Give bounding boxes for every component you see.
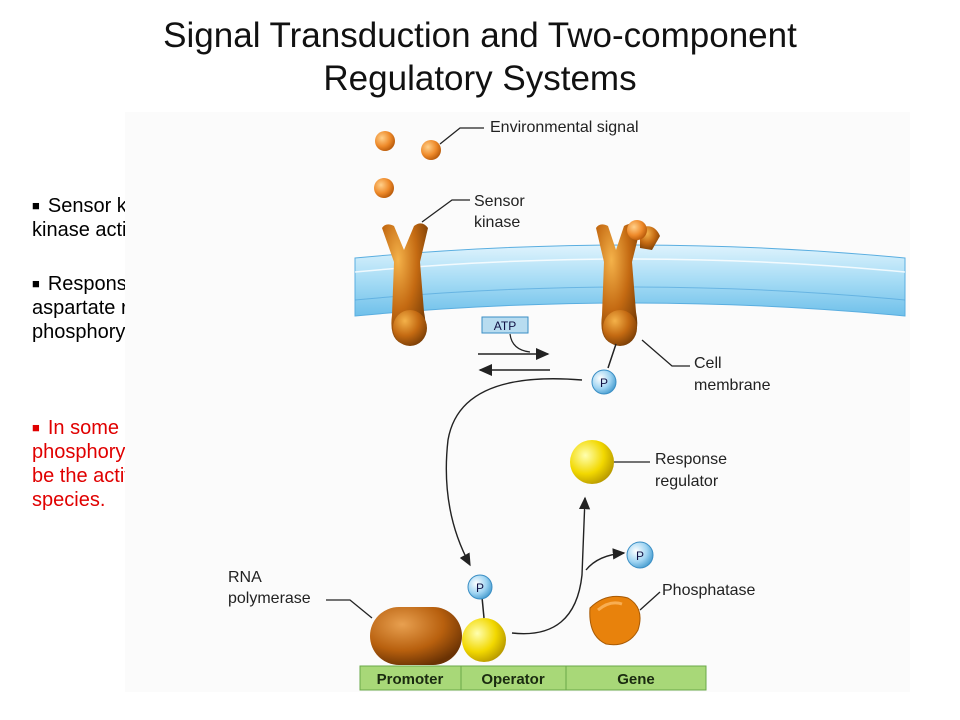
rna-polymerase	[370, 607, 462, 665]
label-response-regulator-line-2: regulator	[655, 473, 719, 490]
square-bullet-icon: ■	[32, 198, 40, 213]
signal-molecule	[375, 131, 395, 151]
two-component-diagram: P ATP P P Promoter Operator Gene Environ…	[120, 110, 915, 700]
atp-label: ATP	[494, 319, 516, 333]
label-rna-polymerase-line-2: polymerase	[228, 590, 311, 607]
dna-segment-gene: Gene	[617, 671, 655, 688]
label-cell-membrane-line-1: Cell	[694, 355, 722, 372]
atp-box	[481, 316, 529, 334]
response-regulator	[570, 440, 614, 484]
label-sensor-kinase-line-2: kinase	[474, 214, 520, 231]
slide-title: Signal Transduction and Two-component Re…	[0, 14, 960, 100]
phosphate-label: P	[636, 549, 644, 563]
square-bullet-icon: ■	[32, 276, 40, 291]
label-response-regulator-line-1: Response	[655, 451, 727, 468]
phosphate-label: P	[476, 581, 484, 595]
phosphotransfer-arrow	[445, 378, 583, 567]
dna-segment-promoter: Promoter	[377, 671, 444, 688]
free-phosphate	[626, 541, 654, 569]
phosphate-on-regulator	[467, 574, 493, 600]
square-bullet-icon: ■	[32, 420, 40, 435]
label-sensor-kinase-line-1: Sensor	[474, 193, 525, 210]
phosphate-label: P	[600, 376, 608, 390]
diagram-background	[125, 112, 910, 692]
label-rna-polymerase-line-1: RNA	[228, 569, 262, 586]
label-phosphatase: Phosphatase	[662, 582, 756, 599]
slide-title-line-1: Signal Transduction and Two-component	[163, 16, 797, 55]
signal-molecule	[421, 140, 441, 160]
phosphate-on-kinase	[591, 369, 617, 395]
dna-bar	[359, 665, 707, 691]
slide-title-line-2: Regulatory Systems	[323, 59, 637, 98]
bound-response-regulator	[462, 618, 506, 662]
dephosphorylation-arrow	[511, 496, 591, 635]
bound-signal-molecule	[627, 220, 647, 240]
diagram-svg: P ATP P P Promoter Operator Gene Environ…	[125, 112, 910, 692]
label-environmental-signal: Environmental signal	[490, 119, 639, 136]
signal-molecule	[374, 178, 394, 198]
dna-segment-operator: Operator	[481, 671, 545, 688]
label-cell-membrane-line-2: membrane	[694, 377, 771, 394]
